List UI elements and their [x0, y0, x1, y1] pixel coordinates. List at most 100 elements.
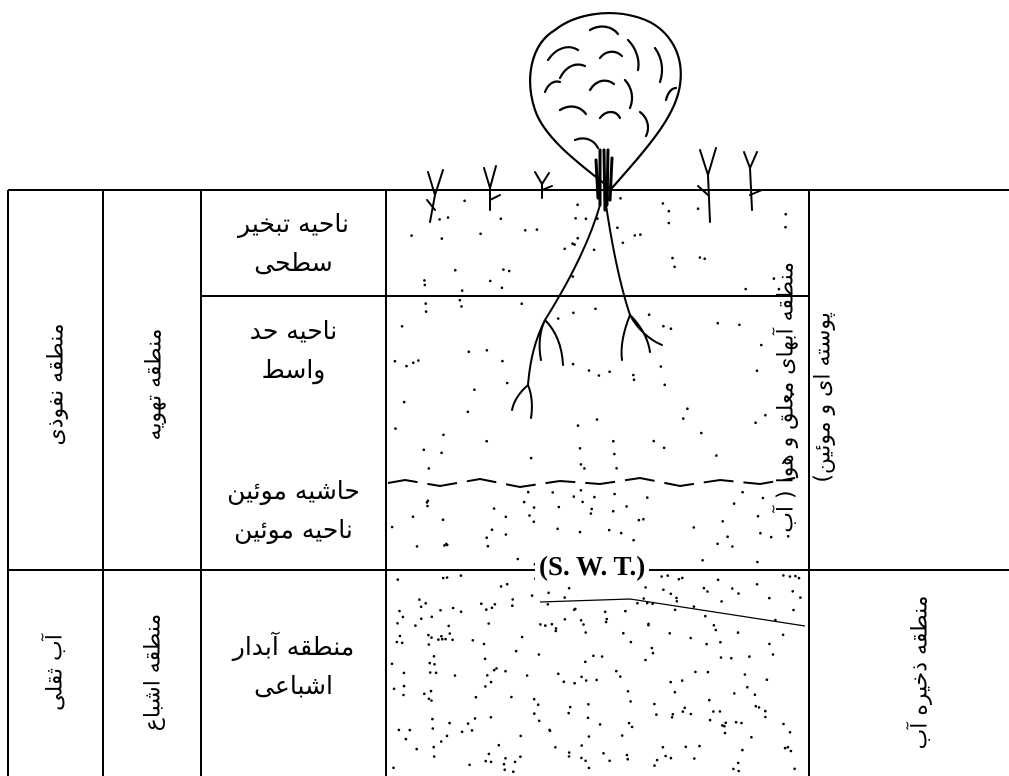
soil-dot: [519, 755, 522, 758]
soil-dot: [454, 674, 457, 677]
soil-dot: [630, 641, 633, 644]
soil-dot: [430, 699, 433, 702]
soil-dot: [621, 734, 624, 737]
soil-dot: [573, 609, 576, 612]
soil-dot: [639, 233, 642, 236]
soil-dot: [512, 770, 515, 773]
soil-dot: [485, 440, 488, 443]
soil-dot: [428, 698, 431, 701]
soil-dot: [612, 440, 615, 443]
soil-dot: [486, 349, 489, 352]
soil-dot: [662, 325, 665, 328]
soil-dot: [424, 602, 427, 605]
soil-dot: [735, 721, 738, 724]
soil-dot: [447, 625, 450, 628]
soil-dot: [394, 427, 397, 430]
soil-dot: [517, 558, 520, 561]
soil-dot: [724, 732, 727, 735]
soil-dot: [556, 528, 559, 531]
soil-dot: [690, 713, 693, 716]
soil-dot: [423, 693, 426, 696]
soil-dot: [634, 234, 637, 237]
soil-dot: [723, 725, 726, 728]
soil-dot: [538, 653, 541, 656]
soil-dot: [584, 661, 587, 664]
soil-dot: [504, 670, 507, 673]
soil-dot: [432, 746, 435, 749]
label-line: حاشیه موئین: [201, 472, 386, 511]
soil-dot: [593, 249, 596, 252]
soil-dot: [716, 543, 719, 546]
soil-dot: [425, 310, 428, 313]
soil-dot: [731, 545, 734, 548]
soil-dot: [547, 592, 550, 595]
soil-dot: [564, 618, 567, 621]
soil-dot: [720, 600, 723, 603]
soil-dot: [431, 718, 434, 721]
soil-dot: [644, 586, 647, 589]
soil-dot: [683, 707, 686, 710]
soil-dot: [594, 308, 597, 311]
soil-dot: [446, 735, 449, 738]
soil-dot: [646, 602, 649, 605]
soil-dot: [472, 639, 475, 642]
soil-dot: [694, 671, 697, 674]
soil-dot: [737, 762, 740, 765]
soil-dot: [697, 207, 700, 210]
soil-dot: [754, 421, 757, 424]
soil-dot: [526, 674, 529, 677]
soil-dot: [579, 531, 582, 534]
soil-dot: [626, 754, 629, 757]
soil-dot: [712, 710, 715, 713]
tree-roots: [512, 205, 662, 418]
soil-dot: [399, 635, 402, 638]
soil-dot: [668, 632, 671, 635]
soil-dot: [756, 583, 759, 586]
soil-dot: [519, 735, 522, 738]
soil-dot: [440, 740, 443, 743]
soil-dot: [616, 226, 619, 229]
grass-plants: [427, 148, 762, 222]
soil-dot: [574, 217, 577, 220]
label-line: اشباعی: [201, 667, 386, 706]
soil-dot: [782, 574, 785, 577]
soil-dot: [676, 600, 679, 603]
soil-dot: [429, 671, 432, 674]
infiltration-zone-label: منطقه نفوذی: [44, 315, 69, 455]
soil-dot: [427, 500, 430, 503]
soil-dot: [442, 577, 445, 580]
soil-dot: [757, 515, 760, 518]
soil-dot: [605, 621, 608, 624]
soil-dot: [590, 508, 593, 511]
soil-dot: [602, 752, 605, 755]
soil-dot: [756, 369, 759, 372]
soil-dot: [391, 526, 394, 529]
soil-dot: [595, 679, 598, 682]
soil-dot: [447, 216, 450, 219]
label-line: پوسته ای و موئین): [805, 222, 842, 572]
soil-dot: [445, 543, 448, 546]
soil-dot: [673, 266, 676, 269]
soil-dot: [397, 578, 400, 581]
soil-dot: [487, 622, 490, 625]
soil-dot: [424, 302, 427, 305]
soil-dot: [581, 501, 584, 504]
soil-dot: [670, 757, 673, 760]
soil-dot: [685, 746, 688, 749]
soil-dot: [502, 268, 505, 271]
soil-dot: [787, 746, 790, 749]
soil-dot: [420, 617, 423, 620]
soil-dot: [437, 638, 440, 641]
soil-dot: [490, 716, 493, 719]
soil-dot: [662, 202, 665, 205]
soil-dot: [703, 257, 706, 260]
soil-dot: [468, 350, 471, 353]
soil-dot: [558, 506, 561, 509]
soil-dot: [539, 623, 542, 626]
soil-dot: [520, 302, 523, 305]
soil-dot: [755, 705, 758, 708]
soil-dot: [494, 603, 497, 606]
soil-dot: [490, 681, 493, 684]
capillary-fringe-line: [388, 478, 795, 487]
soil-dot: [433, 655, 436, 658]
